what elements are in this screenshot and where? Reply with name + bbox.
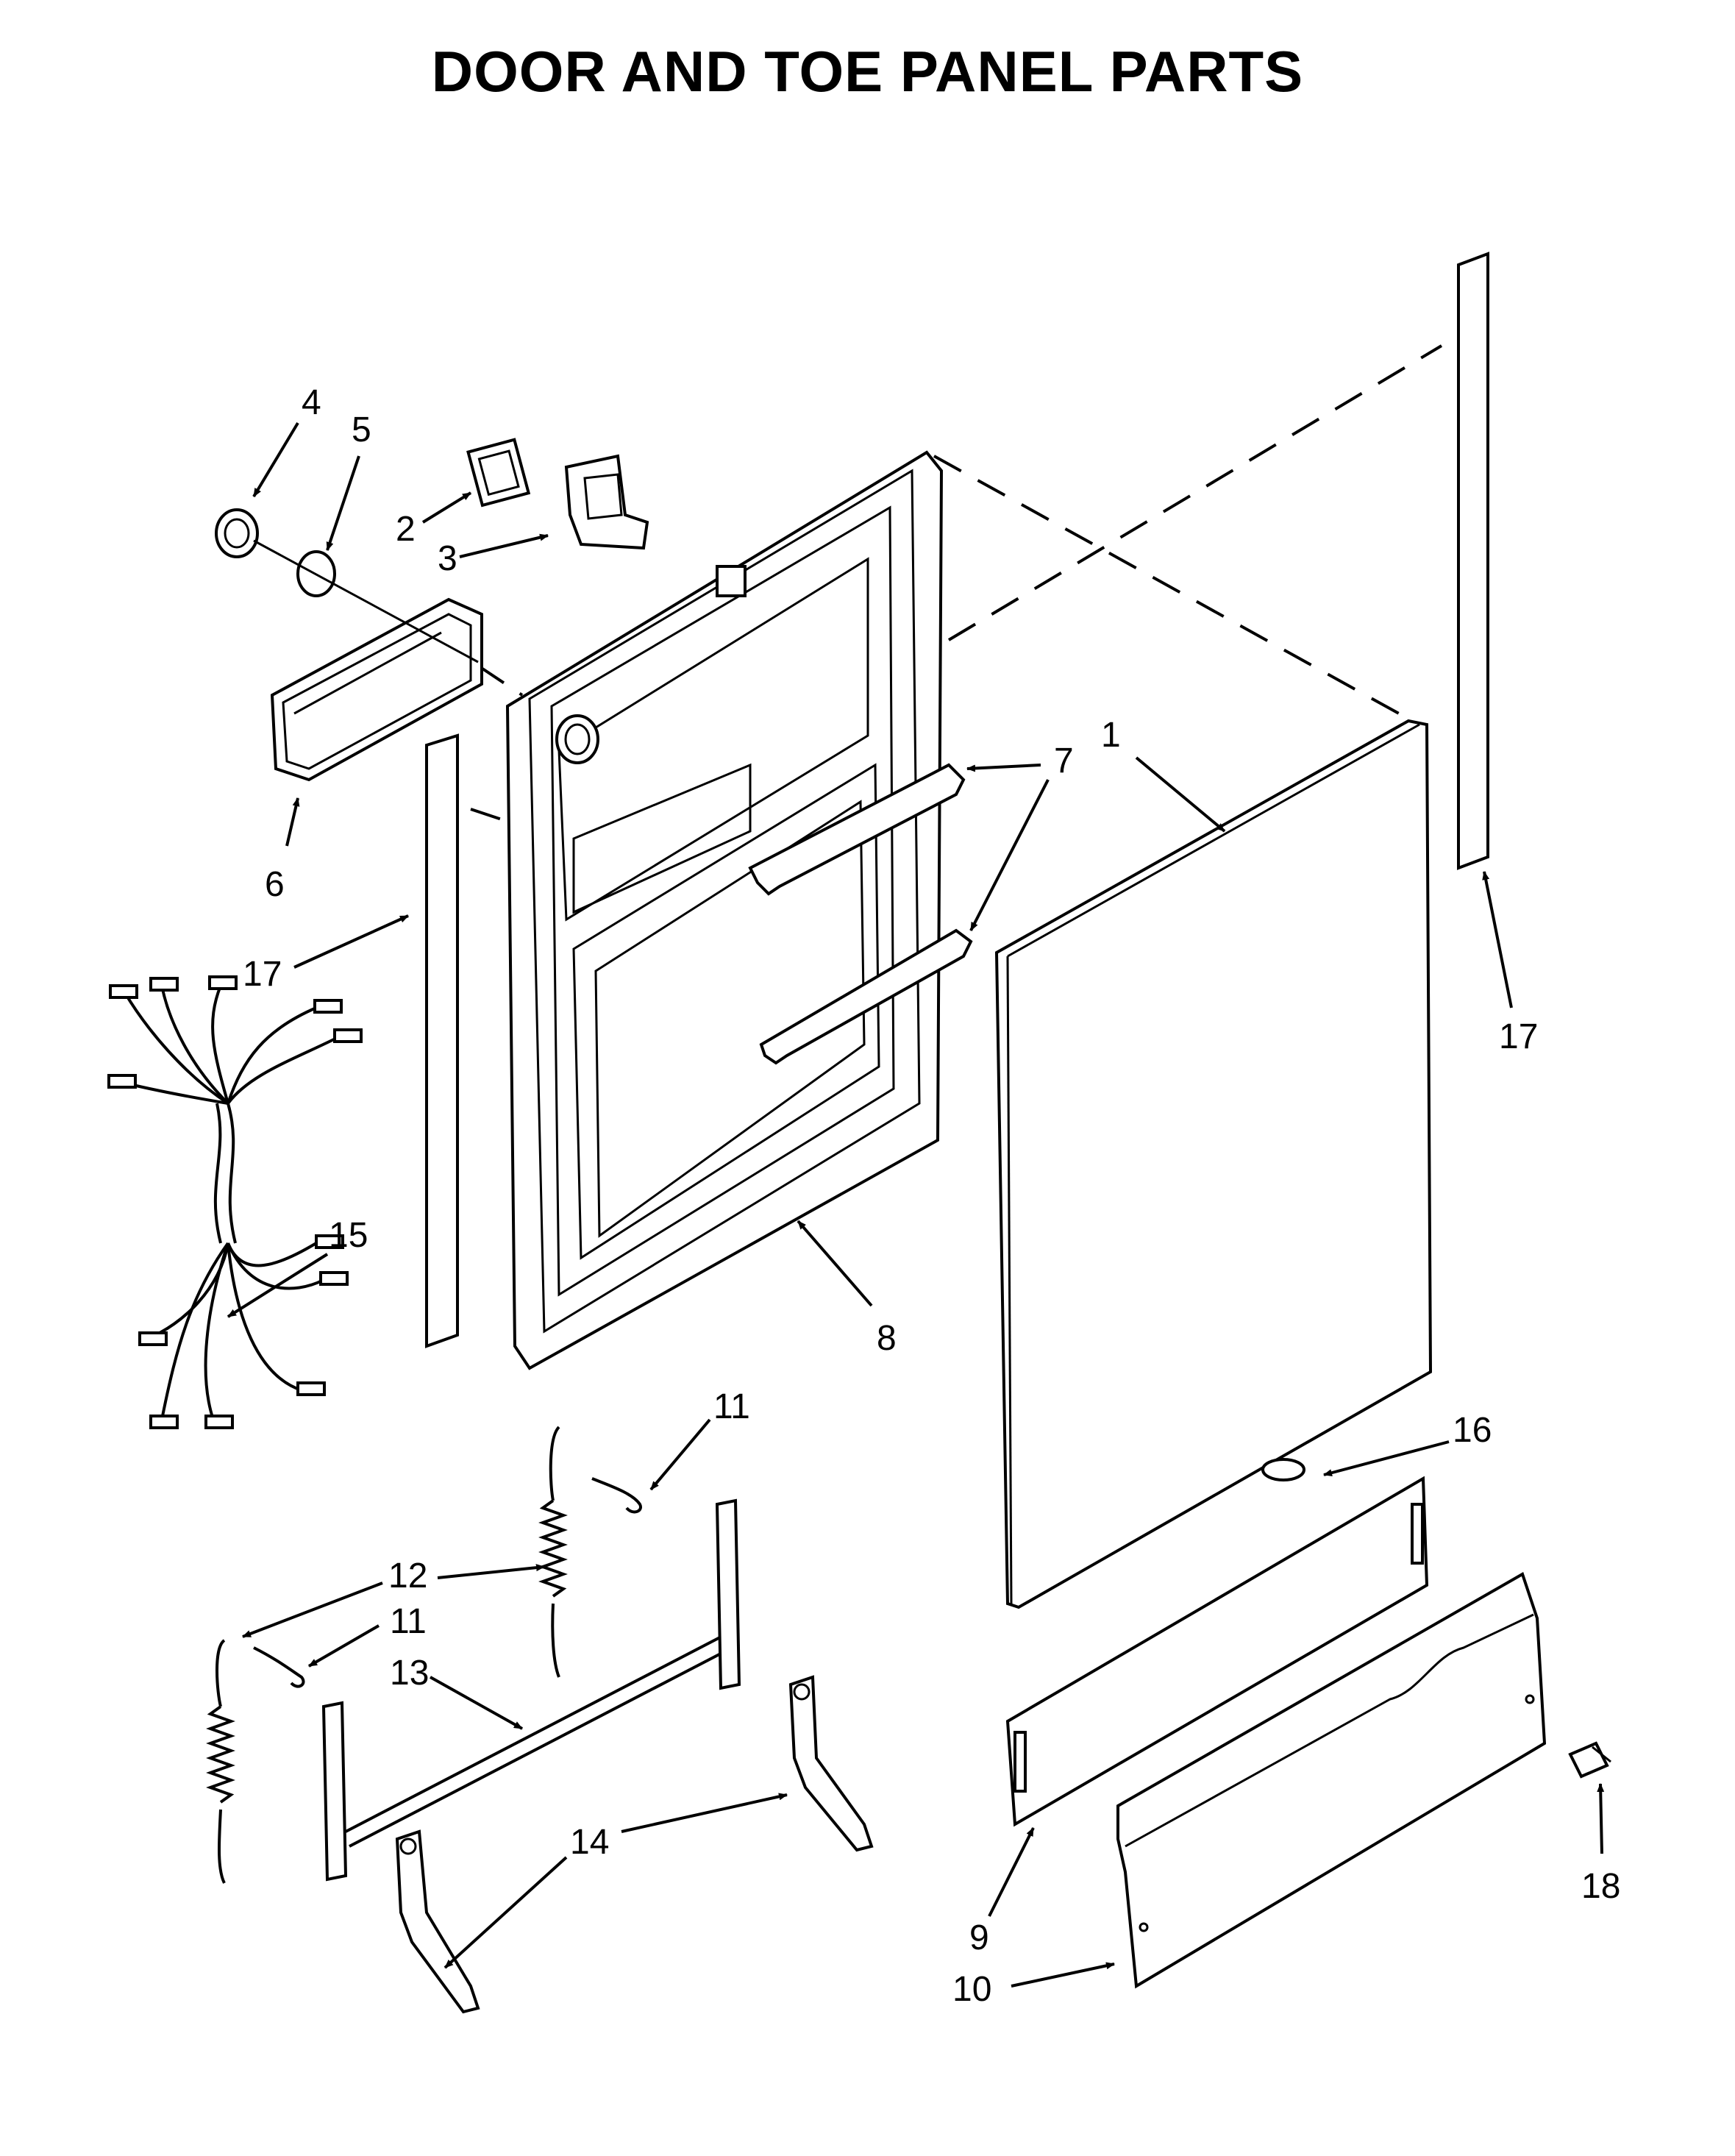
cap-seal-ring xyxy=(253,539,479,663)
callout-6: 6 xyxy=(265,865,285,904)
callout-11-lower: 11 xyxy=(390,1602,427,1641)
callout-7: 7 xyxy=(1054,741,1074,780)
toe-panel xyxy=(1005,1476,1429,1827)
spring-clip-upper xyxy=(591,1477,642,1514)
door-hinge-right xyxy=(788,1675,874,1852)
callout-17-right: 17 xyxy=(1499,1017,1538,1056)
inner-door-panel xyxy=(505,450,944,1370)
dispenser-assembly xyxy=(270,597,483,782)
callout-14: 14 xyxy=(570,1823,609,1862)
wire-harness xyxy=(107,975,363,1429)
door-brackets xyxy=(748,763,973,1065)
spring-clip-lower xyxy=(253,1646,305,1688)
callout-9: 9 xyxy=(969,1918,989,1957)
outer-door-panel xyxy=(994,719,1433,1609)
switch-assembly xyxy=(564,454,649,550)
door-hinge-left xyxy=(395,1829,480,2014)
callout-11-upper: 11 xyxy=(713,1387,750,1426)
callout-1: 1 xyxy=(1101,716,1121,755)
seal-gasket xyxy=(466,438,531,508)
door-strip-right xyxy=(1457,252,1489,870)
callout-leaders xyxy=(227,421,1605,1988)
callout-10: 10 xyxy=(952,1970,991,2009)
assembly-lines xyxy=(470,344,1443,825)
callout-18: 18 xyxy=(1581,1867,1620,1906)
callout-17-left: 17 xyxy=(243,955,282,994)
callout-15: 15 xyxy=(329,1216,368,1255)
toe-panel-screw xyxy=(1568,1741,1611,1779)
door-spring-left xyxy=(206,1639,235,1884)
door-strip-left xyxy=(425,733,459,1348)
callout-4: 4 xyxy=(302,383,321,422)
callout-8: 8 xyxy=(877,1319,897,1358)
callout-12: 12 xyxy=(388,1556,427,1595)
dispenser-cap xyxy=(215,508,259,558)
callout-2: 2 xyxy=(396,510,416,549)
callout-numbers: 1 2 3 4 5 6 7 8 9 10 11 11 12 13 14 15 1… xyxy=(243,383,1620,2009)
callout-3: 3 xyxy=(438,539,457,578)
door-spring-right xyxy=(538,1426,568,1678)
callout-13: 13 xyxy=(390,1654,429,1693)
callout-16: 16 xyxy=(1453,1411,1492,1450)
hinge-rod-assembly xyxy=(321,1498,741,1882)
page-title: DOOR AND TOE PANEL PARTS xyxy=(431,39,1304,104)
callout-5: 5 xyxy=(352,410,371,449)
access-panel xyxy=(1116,1572,1547,1989)
